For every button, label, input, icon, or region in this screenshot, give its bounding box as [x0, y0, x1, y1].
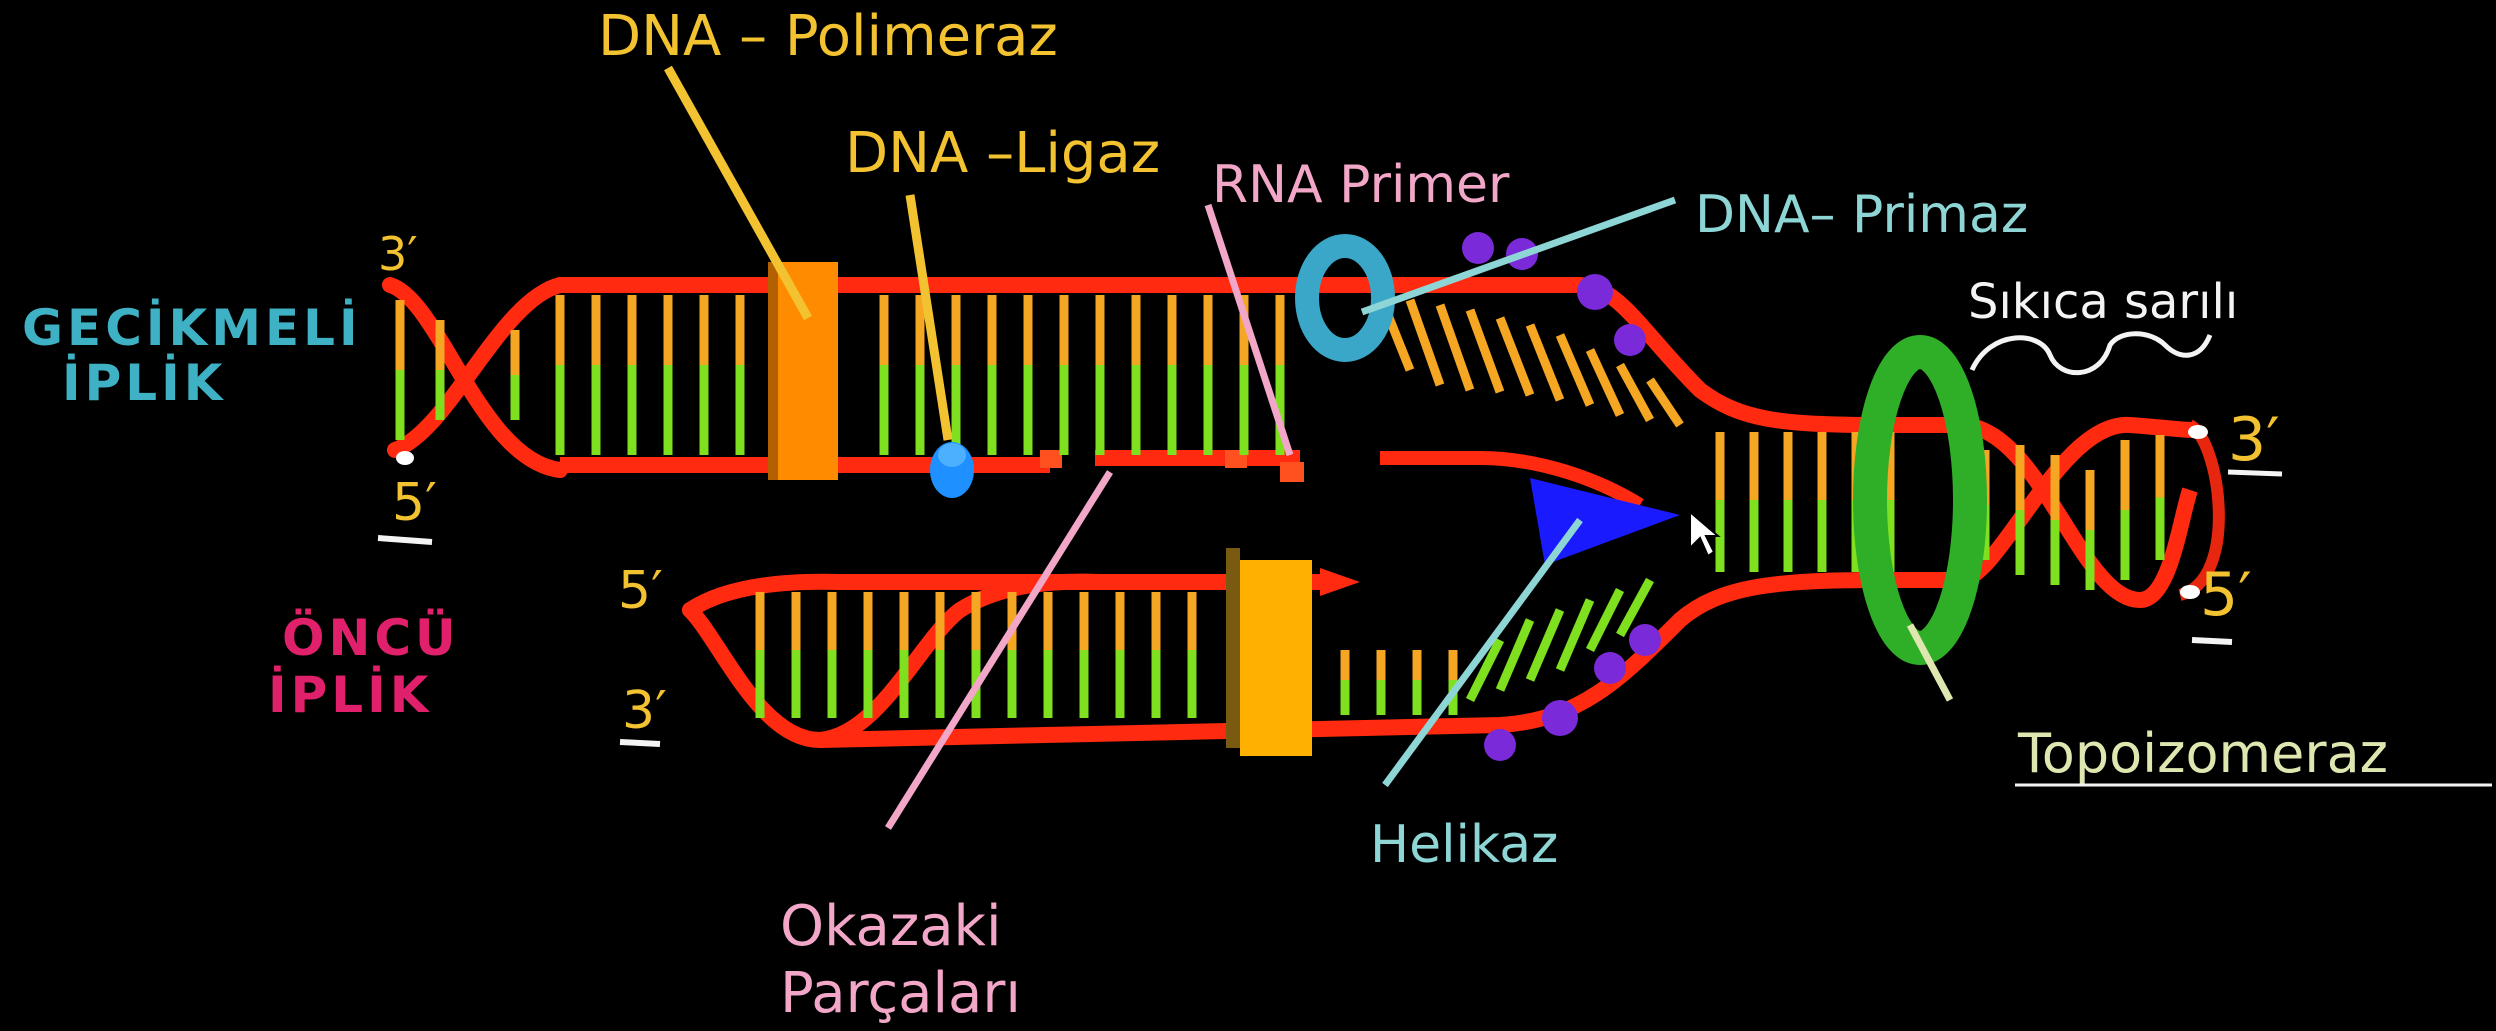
end-lagging-bottom: 5′ — [392, 473, 437, 533]
end-leading-bottom: 3′ — [622, 681, 667, 741]
label-dna-primase: DNA– Primaz — [1695, 185, 2028, 245]
end-marker — [620, 742, 660, 744]
label-topoisomerase: Topoizomeraz — [2017, 722, 2388, 785]
dna-polymerase-leading-shadow — [1226, 548, 1240, 748]
ssb-protein — [1629, 624, 1661, 656]
end-marker — [378, 538, 432, 542]
ssb-protein — [1594, 652, 1626, 684]
end-right-top: 3′ — [2228, 405, 2280, 475]
end-right-bottom: 5′ — [2200, 560, 2252, 630]
dna-polymerase-lagging — [778, 262, 838, 480]
ssb-protein — [1484, 729, 1516, 761]
dna-polymerase-leading — [1240, 560, 1312, 756]
ssb-protein — [1542, 700, 1578, 736]
end-cap — [2188, 425, 2208, 439]
label-okazaki-1: Okazaki — [780, 894, 1002, 959]
dna-ligase-highlight — [938, 443, 966, 467]
label-leading-strand-2: İPLİK — [268, 666, 432, 724]
end-marker — [2192, 640, 2232, 642]
label-tightly-wound: Sıkıca sarılı — [1968, 274, 2238, 330]
label-dna-polymerase: DNA – Polimeraz — [598, 4, 1058, 69]
end-leading-top: 5′ — [618, 561, 663, 621]
end-cap — [396, 451, 414, 465]
label-okazaki-2: Parçaları — [780, 961, 1021, 1026]
dna-polymerase-lagging-shadow — [768, 262, 778, 480]
label-rna-primer: RNA Primer — [1212, 155, 1510, 215]
label-helicase: Helikaz — [1370, 815, 1558, 875]
ssb-protein — [1614, 324, 1646, 356]
ssb-protein — [1577, 274, 1613, 310]
end-cap — [2180, 585, 2200, 599]
label-lagging-strand-1: GECİKMELİ — [22, 299, 362, 357]
ssb-protein — [1462, 232, 1494, 264]
label-dna-ligase: DNA –Ligaz — [845, 121, 1160, 186]
end-marker — [2228, 472, 2282, 474]
label-leading-strand-1: ÖNCÜ — [282, 608, 460, 667]
label-lagging-strand-2: İPLİK — [62, 354, 226, 412]
end-lagging-top: 3′ — [378, 227, 418, 281]
